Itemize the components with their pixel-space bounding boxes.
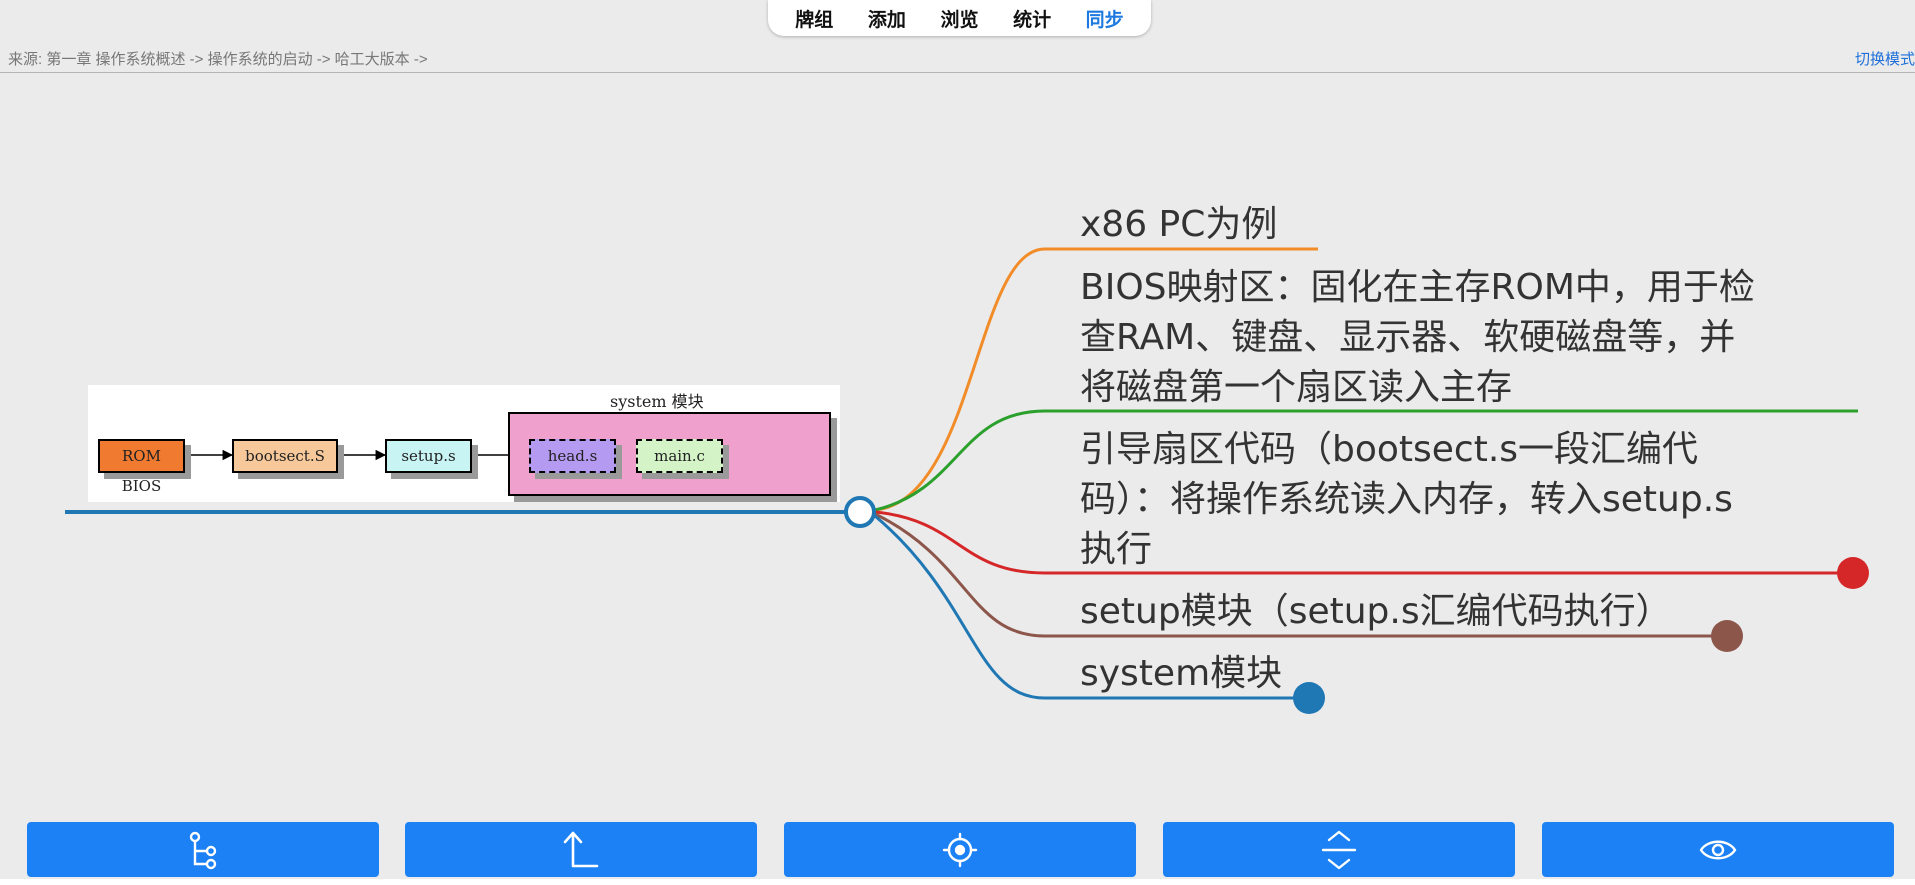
breadcrumb-bar: 来源: 第一章 操作系统概述 -> 操作系统的启动 -> 哈工大版本 -> 切换… — [0, 40, 1915, 73]
top-nav: 牌组 添加 浏览 统计 同步 — [768, 0, 1151, 36]
branch-node-bootsect[interactable]: 引导扇区代码（bootsect.s一段汇编代 码）：将操作系统读入内存，转入se… — [1080, 425, 1733, 575]
breadcrumb: 来源: 第一章 操作系统概述 -> 操作系统的启动 -> 哈工大版本 -> — [8, 51, 428, 68]
bottom-edge — [0, 879, 1915, 885]
expand-collapse-icon — [1321, 830, 1357, 869]
tab-sync[interactable]: 同步 — [1085, 8, 1124, 31]
bootsect-box: bootsect.S — [232, 439, 338, 473]
switch-mode-link[interactable]: 切换模式 — [1854, 51, 1915, 68]
tab-stats[interactable]: 统计 — [1013, 8, 1052, 31]
node-line: 将磁盘第一个扇区读入主存 — [1080, 367, 1513, 408]
branch-node-x86[interactable]: x86 PC为例 — [1080, 200, 1277, 250]
branch-line-bootsect — [874, 510, 1853, 575]
branch-line-bios — [874, 409, 1858, 512]
boot-sequence-figure: system 模块 ROM BIOS bootsect.S setup.s he… — [88, 385, 840, 502]
branch-node-system[interactable]: system模块 — [1080, 649, 1282, 699]
node-line: 执行 — [1080, 529, 1153, 570]
crosshair-icon — [942, 832, 978, 867]
eye-icon — [1699, 840, 1737, 859]
locate-button[interactable] — [784, 822, 1136, 877]
collapse-dot-bootsect[interactable] — [1837, 557, 1869, 589]
bottom-toolbar — [0, 822, 1915, 880]
system-module-label: system 模块 — [606, 388, 708, 412]
node-line: 引导扇区代码（bootsect.s一段汇编代 — [1080, 429, 1699, 470]
node-line: setup模块（setup.s汇编代码执行） — [1080, 591, 1672, 632]
head-box: head.s — [529, 439, 616, 473]
tab-browse[interactable]: 浏览 — [940, 8, 979, 31]
branch-node-setup[interactable]: setup模块（setup.s汇编代码执行） — [1080, 587, 1672, 637]
main-box: main.c — [636, 439, 723, 473]
expand-collapse-button[interactable] — [1163, 822, 1515, 877]
branch-line-x86 — [874, 247, 1318, 512]
node-line: 码）：将操作系统读入内存，转入setup.s — [1080, 479, 1733, 520]
collapse-dot-setup[interactable] — [1711, 620, 1743, 652]
branch-node-bios[interactable]: BIOS映射区：固化在主存ROM中，用于检 查RAM、键盘、显示器、软硬磁盘等，… — [1080, 263, 1755, 413]
branch-icon — [189, 831, 217, 869]
go-up-button[interactable] — [405, 822, 757, 877]
arrow-up-return-icon — [563, 831, 599, 867]
branch-line-system — [874, 514, 1309, 700]
node-line: system模块 — [1080, 653, 1283, 694]
show-button[interactable] — [1542, 822, 1894, 877]
tab-decks[interactable]: 牌组 — [795, 8, 834, 31]
root-node-circle[interactable] — [844, 496, 876, 528]
node-line: BIOS映射区：固化在主存ROM中，用于检 — [1080, 267, 1755, 308]
tree-view-button[interactable] — [27, 822, 379, 877]
rom-bios-box: ROM BIOS — [98, 439, 185, 495]
setup-box: setup.s — [385, 439, 472, 473]
branch-line-setup — [874, 512, 1727, 638]
node-line: x86 PC为例 — [1080, 204, 1278, 245]
tab-add[interactable]: 添加 — [867, 8, 906, 31]
node-line: 查RAM、键盘、显示器、软硬磁盘等，并 — [1080, 317, 1736, 358]
collapse-dot-system[interactable] — [1293, 682, 1325, 714]
